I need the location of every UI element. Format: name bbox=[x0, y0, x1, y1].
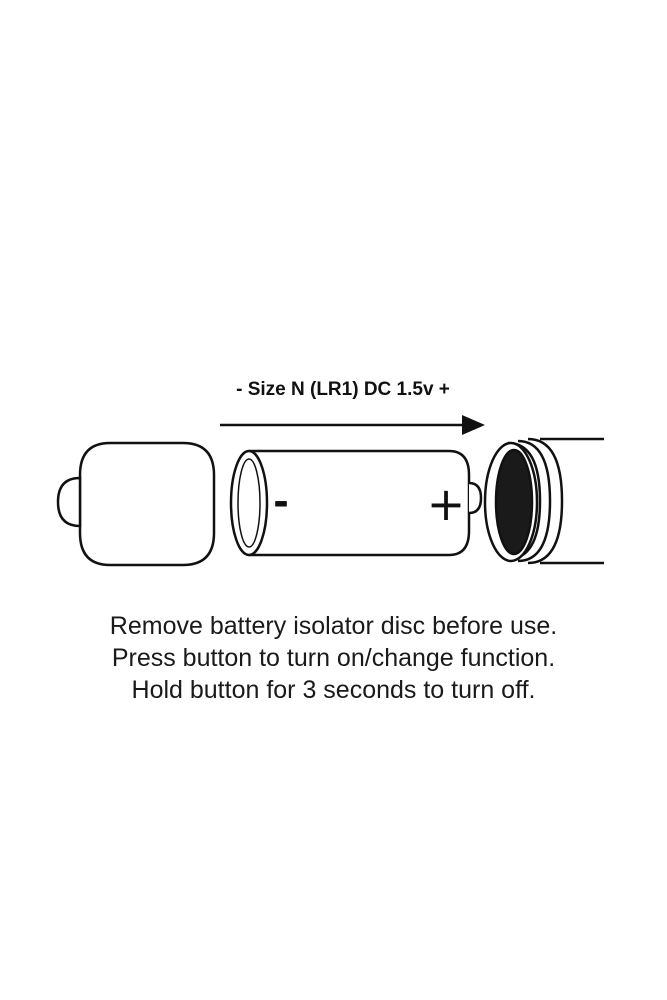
housing-battery-contact bbox=[494, 448, 534, 556]
insertion-arrow-icon bbox=[220, 415, 485, 435]
battery-negative-end-inner bbox=[237, 458, 261, 548]
battery-cell: - + bbox=[229, 449, 483, 557]
instruction-line: Hold button for 3 seconds to turn off. bbox=[131, 676, 536, 704]
end-cap-body bbox=[78, 441, 216, 567]
device-housing bbox=[483, 437, 604, 565]
instruction-line: Remove battery isolator disc before use. bbox=[109, 612, 558, 640]
instructions-text: Remove battery isolator disc before use.… bbox=[0, 610, 667, 706]
end-cap bbox=[56, 441, 216, 567]
battery-positive-terminal bbox=[468, 481, 483, 515]
instruction-line: Press button to turn on/change function. bbox=[111, 644, 556, 672]
battery-minus-sign: - bbox=[273, 480, 289, 524]
battery-plus-sign: + bbox=[427, 477, 466, 531]
end-cap-button-nub bbox=[56, 476, 82, 528]
battery-negative-end bbox=[229, 449, 269, 557]
battery-size-label: - Size N (LR1) DC 1.5v + bbox=[236, 379, 450, 400]
